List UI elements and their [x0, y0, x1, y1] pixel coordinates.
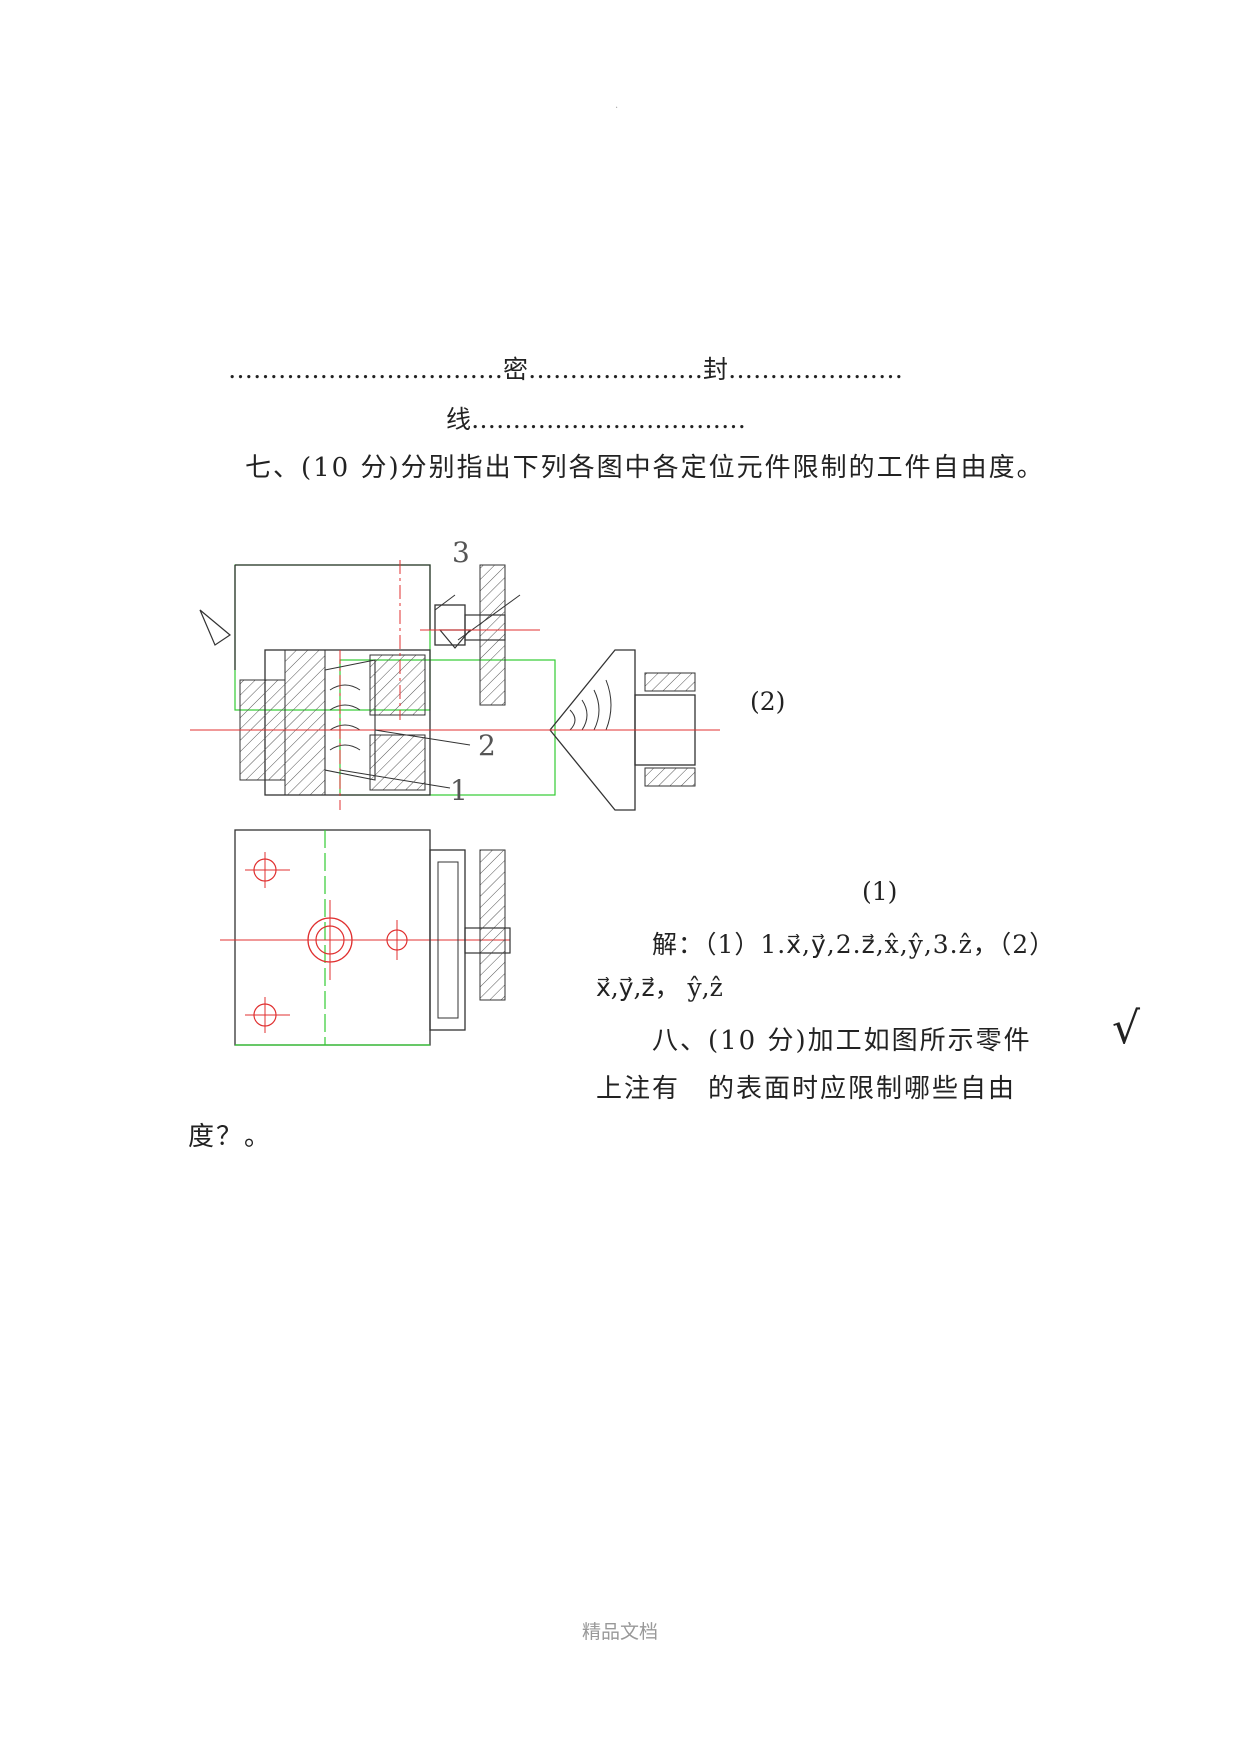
header-mark: .: [615, 100, 619, 111]
surface-roughness-mark: √: [1112, 1003, 1141, 1054]
answer-line-2: x⃗,y⃗,z⃗， ŷ,ẑ: [596, 973, 723, 1002]
question-7-text: 七、(10 分)分别指出下列各图中各定位元件限制的工件自由度。: [245, 453, 1045, 483]
footer-text: 精品文档: [582, 1621, 659, 1643]
figure-2-label: (2): [750, 687, 786, 716]
part-label-3: 3: [452, 536, 470, 569]
seal-line-2: 线……………………………: [446, 405, 747, 434]
answer-line-1: 解：（1）1.x⃗,y⃗,2.z⃗,x̂,ŷ,3.ẑ，（2）: [652, 930, 1056, 959]
part-label-1: 1: [450, 774, 468, 807]
part-label-2: 2: [478, 729, 496, 762]
question-8-line-3: 度？。: [188, 1122, 273, 1152]
lower-fixture-view: [220, 829, 511, 1046]
question-8-line-2: 上注有 的表面时应限制哪些自由: [596, 1074, 1017, 1104]
fixture-drawings: 3 2 1: [190, 536, 720, 1046]
question-8-line-1: 八、(10 分)加工如图所示零件: [652, 1026, 1032, 1056]
figure-1-label: (1): [862, 877, 898, 906]
upper-fixture-view: 3 2 1: [190, 536, 720, 811]
seal-line-1: ……………………………密…………………封…………………: [228, 355, 904, 384]
